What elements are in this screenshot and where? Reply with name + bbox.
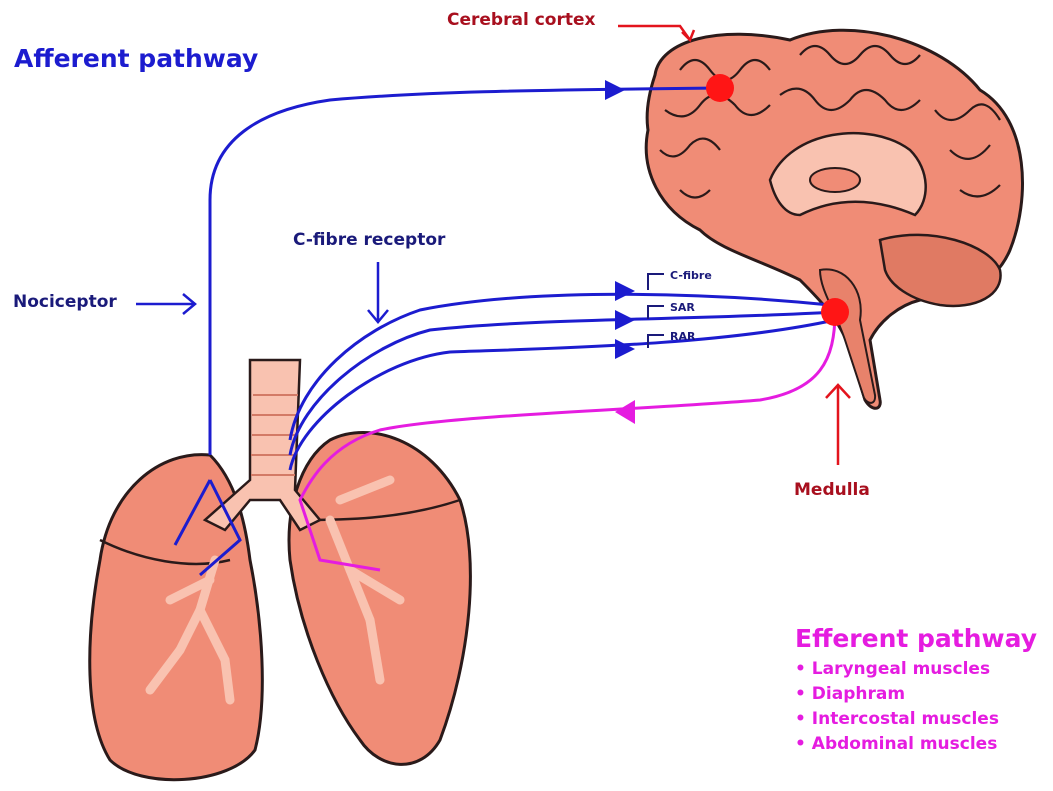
medulla-label: Medulla — [794, 480, 870, 500]
efferent-pathway-title: Efferent pathway — [795, 624, 1037, 653]
medulla-node — [821, 298, 849, 326]
nociceptor-label: Nociceptor — [13, 292, 117, 312]
c-fibre-receptor-label: C-fibre receptor — [293, 230, 445, 250]
efferent-item-laryngeal: • Laryngeal muscles — [795, 657, 1037, 682]
cerebral-cortex-label: Cerebral cortex — [447, 10, 595, 30]
cortex-arrow-icon — [605, 80, 625, 100]
efferent-arrow-icon — [615, 400, 635, 424]
fibre-label-rar: RAR — [670, 330, 696, 343]
lungs-illustration — [90, 360, 471, 780]
rar-arrow-icon — [615, 339, 635, 359]
efferent-item-diaphram: • Diaphram — [795, 682, 1037, 707]
fibre-label-sar: SAR — [670, 301, 695, 314]
sar-arrow-icon — [615, 310, 635, 330]
cortex-node — [706, 74, 734, 102]
fibre-label-c: C-fibre — [670, 269, 712, 282]
efferent-pathway-legend: Efferent pathway • Laryngeal muscles • D… — [795, 624, 1037, 757]
afferent-pathway-title: Afferent pathway — [14, 44, 258, 73]
efferent-item-intercostal: • Intercostal muscles — [795, 707, 1037, 732]
c-fibre-arrow-icon — [615, 281, 635, 301]
cortex-pointer-icon — [618, 26, 690, 40]
efferent-item-abdominal: • Abdominal muscles — [795, 732, 1037, 757]
